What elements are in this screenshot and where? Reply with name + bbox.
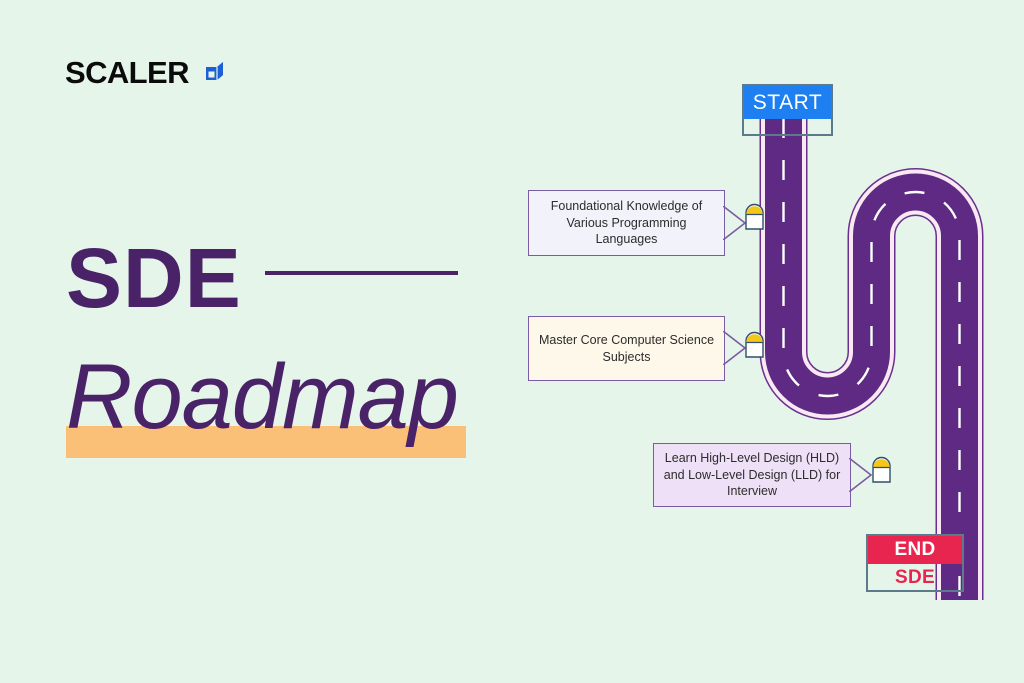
end-sign: END SDE <box>866 534 964 592</box>
roadmap-step-2-text: Master Core Computer Science Subjects <box>528 316 725 381</box>
milestone-pin-icon <box>745 203 764 230</box>
brand-wordmark: SCALER <box>65 55 189 90</box>
headline-block: SDE Roadmap <box>66 236 496 466</box>
roadmap-step-3[interactable]: Learn High-Level Design (HLD) and Low-Le… <box>653 443 875 507</box>
subtitle-highlight <box>66 426 466 458</box>
roadmap-step-1[interactable]: Foundational Knowledge of Various Progra… <box>528 190 748 256</box>
subtitle-wrap: Roadmap <box>66 346 466 458</box>
end-sign-label: END <box>894 539 936 560</box>
brand-logo[interactable]: SCALER <box>65 57 225 88</box>
page-subtitle: Roadmap <box>66 346 459 448</box>
milestone-pin-icon <box>745 331 764 358</box>
callout-tail-icon <box>723 206 747 240</box>
end-sign-frame <box>866 534 964 592</box>
title-divider <box>265 271 458 275</box>
page-title: SDE <box>66 231 242 325</box>
end-sign-sub-label: SDE <box>895 567 935 588</box>
milestone-pin-icon <box>872 456 891 483</box>
roadmap-step-2[interactable]: Master Core Computer Science Subjects <box>528 316 748 381</box>
roadmap-step-3-text: Learn High-Level Design (HLD) and Low-Le… <box>653 443 851 507</box>
end-sign-plate: END <box>868 536 962 564</box>
callout-tail-icon <box>723 331 747 365</box>
start-sign-plate: START <box>744 86 831 119</box>
start-sign-frame <box>742 84 833 136</box>
cube-icon <box>205 61 223 80</box>
start-sign: START <box>742 84 833 136</box>
callout-tail-icon <box>849 458 873 492</box>
roadmap-step-1-text: Foundational Knowledge of Various Progra… <box>528 190 725 256</box>
start-sign-label: START <box>752 91 823 114</box>
